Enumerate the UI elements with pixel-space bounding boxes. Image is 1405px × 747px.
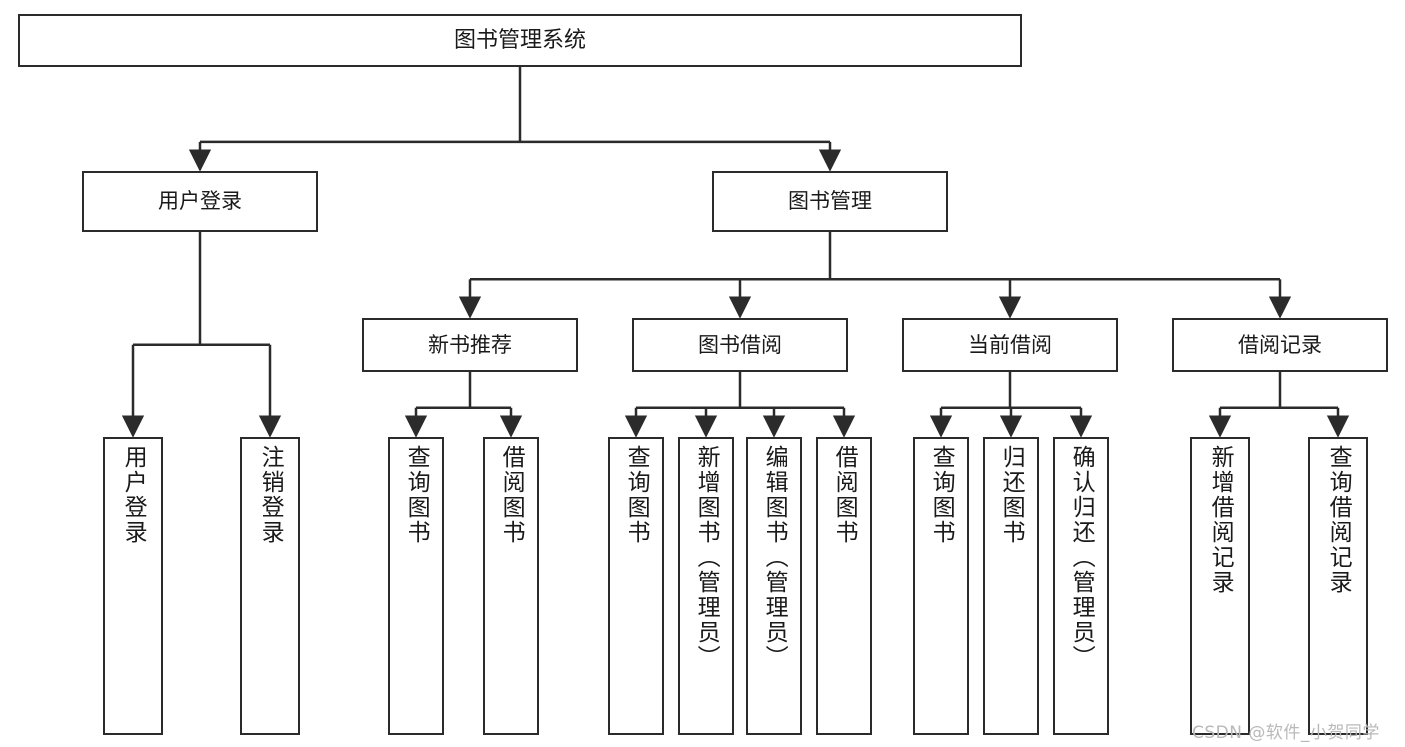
node-label: 借阅记录: [1238, 332, 1322, 357]
node-l-query-book-1[interactable]: 查询图书: [388, 437, 444, 735]
node-l-confirm-return-admin[interactable]: 确认归还（管理员）: [1053, 437, 1109, 735]
node-label: 确认归还（管理员）: [1068, 445, 1095, 670]
node-root[interactable]: 图书管理系统: [18, 14, 1022, 67]
node-n-borrow-record[interactable]: 借阅记录: [1172, 318, 1388, 372]
node-l-user-login[interactable]: 用户登录: [103, 437, 163, 735]
node-l-query-book-2[interactable]: 查询图书: [608, 437, 664, 735]
node-label: 图书管理系统: [453, 27, 586, 53]
node-label: 当前借阅: [968, 332, 1052, 357]
node-n-new-book-rec[interactable]: 新书推荐: [362, 318, 578, 372]
node-l-query-book-3[interactable]: 查询图书: [913, 437, 969, 735]
node-label: 查询借阅记录: [1325, 445, 1352, 595]
node-l-return-book[interactable]: 归还图书: [983, 437, 1039, 735]
node-label: 借阅图书: [498, 445, 525, 545]
node-label: 注销登录: [257, 445, 284, 545]
node-label: 图书管理: [788, 189, 872, 214]
node-l-add-book-admin[interactable]: 新增图书（管理员）: [678, 437, 734, 735]
node-label: 借阅图书: [831, 445, 858, 545]
node-label: 新增图书（管理员）: [693, 445, 720, 670]
node-l-borrow-book-1[interactable]: 借阅图书: [483, 437, 539, 735]
node-l-add-borrow-record[interactable]: 新增借阅记录: [1190, 437, 1250, 735]
node-label: 查询图书: [623, 445, 650, 545]
node-label: 归还图书: [998, 445, 1025, 545]
node-n-current-borrow[interactable]: 当前借阅: [902, 318, 1118, 372]
node-l-logout[interactable]: 注销登录: [240, 437, 300, 735]
node-l-query-borrow-record[interactable]: 查询借阅记录: [1308, 437, 1368, 735]
node-label: 用户登录: [158, 189, 242, 214]
node-l-edit-book-admin[interactable]: 编辑图书（管理员）: [746, 437, 802, 735]
node-n-user-login[interactable]: 用户登录: [82, 171, 318, 232]
node-label: 用户登录: [120, 445, 147, 545]
node-n-book-manage[interactable]: 图书管理: [712, 171, 948, 232]
node-l-borrow-book-2[interactable]: 借阅图书: [816, 437, 872, 735]
node-label: 新增借阅记录: [1207, 445, 1234, 595]
node-label: 新书推荐: [428, 332, 512, 357]
node-label: 编辑图书（管理员）: [761, 445, 788, 670]
edge-group: [121, 67, 1350, 438]
node-n-book-borrow[interactable]: 图书借阅: [632, 318, 848, 372]
node-label: 查询图书: [928, 445, 955, 545]
node-label: 查询图书: [403, 445, 430, 545]
watermark-label: CSDN @软件_小贺同学: [1192, 723, 1380, 743]
node-label: 图书借阅: [698, 332, 782, 357]
